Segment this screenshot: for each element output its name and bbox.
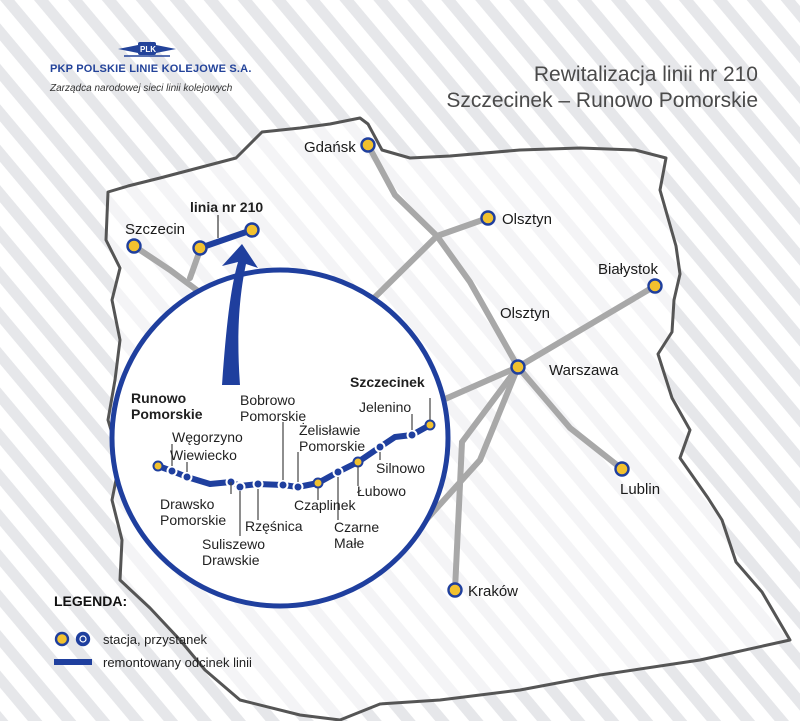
legend-heading: LEGENDA:	[54, 593, 127, 609]
city-label-olsztyn-2: Olsztyn	[500, 305, 550, 322]
inset-marker-wegorzyno	[166, 465, 178, 477]
city-markers	[126, 137, 663, 598]
inset-circle	[109, 267, 451, 609]
inset-label-drawsko-line2: Pomorskie	[160, 512, 226, 528]
zoom-arrow	[222, 244, 258, 385]
title-line-2: Szczecinek – Runowo Pomorskie	[446, 89, 758, 112]
inset-label-bobrowo: Bobrowo Pomorskie	[240, 392, 306, 424]
city-label-bialystok: Białystok	[598, 261, 659, 278]
inset-marker-bobrowo	[277, 479, 289, 491]
legend: LEGENDA: stacja, przystanek remontowany …	[54, 593, 252, 670]
inset-route-line	[155, 422, 433, 490]
inset-label-drawsko: Drawsko Pomorskie	[160, 496, 226, 528]
inset-marker-suliszewo	[234, 481, 246, 493]
city-label-krakow: Kraków	[468, 583, 518, 600]
legend-stop-blue-icon	[75, 631, 91, 647]
inset-label-wiewiecko: Wiewiecko	[170, 447, 237, 463]
inset-label-runowo-line2: Pomorskie	[131, 406, 203, 422]
city-label-lublin: Lublin	[620, 481, 660, 498]
inset-label-suliszewo-line2: Drawskie	[202, 552, 260, 568]
line-210-label: linia nr 210	[190, 199, 263, 215]
company-name: PKP POLSKIE LINIE KOLEJOWE S.A.	[50, 63, 252, 75]
inset-label-runowo: Runowo Pomorskie	[131, 390, 203, 422]
inset-label-zelislawie-line2: Pomorskie	[299, 438, 365, 454]
inset-label-szczecinek: Szczecinek	[350, 374, 425, 390]
station-marker-krakow	[447, 582, 463, 598]
inset-leader-lines	[171, 398, 431, 536]
inset-marker-czaplinek	[312, 477, 324, 489]
inset-label-czarne: Czarne Małe	[334, 519, 383, 551]
company-tagline: Zarządca narodowej sieci linii kolejowyc…	[49, 83, 233, 94]
inset-marker-wiewiecko	[181, 471, 193, 483]
svg-text:PLK: PLK	[140, 45, 156, 54]
title-line-1: Rewitalizacja linii nr 210	[534, 63, 758, 86]
inset-label-runowo-line1: Runowo	[131, 390, 186, 406]
city-label-szczecin: Szczecin	[125, 221, 185, 238]
inset-label-wegorzyno: Węgorzyno	[172, 429, 243, 445]
station-marker-szczecin	[126, 238, 142, 254]
station-marker-lublin	[614, 461, 630, 477]
inset-label-drawsko-line1: Drawsko	[160, 496, 215, 512]
city-label-olsztyn: Olsztyn	[502, 211, 552, 228]
inset-label-czarne-line1: Czarne	[334, 519, 379, 535]
inset-label-suliszewo: Suliszewo Drawskie	[202, 536, 269, 568]
inset-label-jelenino: Jelenino	[359, 399, 411, 415]
inset-marker-rzesnica	[252, 478, 264, 490]
legend-station-yellow-icon	[54, 631, 70, 647]
inset-marker-zelislawie	[292, 481, 304, 493]
city-label-warszawa: Warszawa	[549, 362, 619, 379]
legend-line-label: remontowany odcinek linii	[103, 655, 252, 670]
inset-marker-jelenino	[406, 429, 418, 441]
line-210-highlight	[197, 227, 255, 251]
station-marker-szczecinek-map	[244, 222, 260, 238]
pkp-logo: PLK	[118, 42, 176, 57]
inset-label-zelislawie-line1: Żelisławie	[299, 421, 361, 438]
station-marker-runowo-map	[192, 240, 208, 256]
station-marker-gdansk	[360, 137, 376, 153]
inset-label-zelislawie: Żelisławie Pomorskie	[299, 421, 365, 454]
inset-label-czarne-line2: Małe	[334, 535, 365, 551]
inset-label-bobrowo-line1: Bobrowo	[240, 392, 295, 408]
inset-marker-runowo	[152, 460, 164, 472]
station-marker-warszawa	[510, 359, 526, 375]
legend-stations-label: stacja, przystanek	[103, 632, 208, 647]
inset-marker-silnowo	[374, 441, 386, 453]
inset-label-silnowo: Silnowo	[376, 460, 425, 476]
inset-marker-lubowo	[352, 456, 364, 468]
inset-label-bobrowo-line2: Pomorskie	[240, 408, 306, 424]
inset-label-suliszewo-line1: Suliszewo	[202, 536, 265, 552]
station-marker-olsztyn	[480, 210, 496, 226]
inset-label-rzesnica: Rzęśnica	[245, 518, 303, 534]
inset-station-markers	[152, 419, 436, 493]
inset-label-czaplinek: Czaplinek	[294, 497, 356, 513]
city-label-gdansk: Gdańsk	[304, 139, 356, 156]
inset-label-lubowo: Łubowo	[357, 483, 406, 499]
station-marker-bialystok	[647, 278, 663, 294]
inset-marker-szczecinek	[424, 419, 436, 431]
inset-marker-czarne	[332, 466, 344, 478]
